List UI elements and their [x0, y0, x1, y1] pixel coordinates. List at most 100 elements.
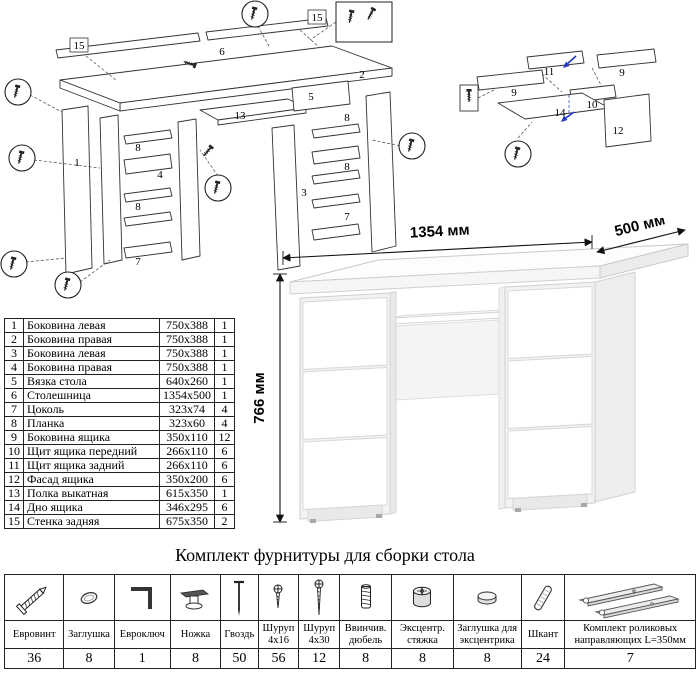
hardware-icon-cell [564, 574, 696, 621]
hardware-icon-cell [169, 574, 222, 621]
hardware-qty: 8 [391, 648, 454, 669]
part-qty: 4 [214, 416, 235, 431]
part-qty: 1 [214, 360, 235, 375]
hardware-kit-title: Комплект фурнитуры для сборки стола [175, 545, 475, 565]
part-label-3: 3 [301, 187, 307, 199]
part-name: Боковина ящика [23, 430, 160, 445]
part-number: 7 [4, 402, 24, 417]
hardware-name: Ножка [169, 620, 222, 649]
part-label-9b: 9 [619, 67, 625, 79]
hardware-qty: 8 [169, 648, 222, 669]
hardware-qty: 8 [338, 648, 393, 669]
part-label-13: 13 [235, 110, 247, 122]
part-qty: 1 [214, 374, 235, 389]
part-label-boxes [69, 9, 327, 53]
hardware-icon-cell [3, 574, 65, 621]
hardware-name: Шуруп 4x16 [257, 620, 300, 649]
part-number: 11 [4, 458, 24, 473]
drawer-leader-lines [477, 67, 603, 139]
part-number: 3 [4, 346, 24, 361]
part-number: 10 [4, 444, 24, 459]
hardware-name: Евровинт [3, 620, 65, 649]
parts-row: 7 Цоколь 323x74 4 [4, 402, 235, 417]
parts-row: 9 Боковина ящика 350x110 12 [4, 430, 235, 445]
part-size: 266x110 [159, 444, 215, 459]
fastener-callout [505, 141, 531, 167]
part-label-1: 1 [74, 157, 80, 169]
hardware-icon-cell [452, 574, 522, 621]
plug-icon [80, 591, 98, 604]
eccentric-cam-icon [413, 586, 432, 607]
hardware-icon-cell [298, 574, 340, 621]
part-label-12: 12 [613, 125, 624, 137]
hardware-name: Шуруп 4x30 [298, 620, 340, 649]
parts-row: 4 Боковина правая 750x388 1 [4, 360, 235, 375]
hardware-name: Заглушка [63, 620, 115, 649]
part-label-5: 5 [308, 91, 314, 103]
parts-row: 1 Боковина левая 750x388 1 [4, 318, 235, 333]
euro-screw-icon [16, 585, 48, 615]
part-size: 675x350 [159, 514, 215, 529]
part-size: 1354x500 [159, 388, 215, 403]
part-label-11: 11 [544, 66, 555, 78]
part-name: Щит ящика передний [23, 444, 160, 459]
part-name: Боковина правая [23, 360, 160, 375]
part-name: Полка выкатная [23, 486, 160, 501]
parts-row: 10 Щит ящика передний 266x110 6 [4, 444, 235, 459]
parts-row: 5 Вязка стола 640x260 1 [4, 374, 235, 389]
part-size: 323x60 [159, 416, 215, 431]
part-qty: 1 [214, 388, 235, 403]
part-number: 2 [4, 332, 24, 347]
part-size: 750x388 [159, 360, 215, 375]
screw-4x16-icon [273, 584, 283, 608]
hardware-name: Ввинчив. дюбель [338, 620, 393, 649]
main-exploded-diagram: 15 15 6 2 5 1 13 8 4 8 7 3 8 8 7 [0, 0, 450, 318]
part-label-8c: 8 [344, 112, 350, 124]
parts-row: 6 Столешница 1354x500 1 [4, 388, 235, 403]
parts-row: 14 Дно ящика 346x295 6 [4, 500, 235, 515]
hardware-qty: 8 [452, 648, 522, 669]
part-qty: 4 [214, 402, 235, 417]
part-label-8b: 8 [135, 201, 141, 213]
part-number: 13 [4, 486, 24, 501]
part-name: Вязка стола [23, 374, 160, 389]
part-label-15a: 15 [74, 40, 86, 52]
hardware-name: Гвоздь [220, 620, 259, 649]
parts-row: 12 Фасад ящика 350x200 6 [4, 472, 235, 487]
part-number: 6 [4, 388, 24, 403]
part-qty: 6 [214, 472, 235, 487]
cam-cap-icon [477, 591, 497, 604]
assembly-direction-arrows [561, 55, 577, 122]
hardware-qty: 12 [298, 648, 340, 669]
part-label-10: 10 [587, 99, 599, 111]
part-size: 323x74 [159, 402, 215, 417]
part-qty: 1 [214, 318, 235, 333]
part-qty: 12 [214, 430, 235, 445]
part-name: Боковина левая [23, 318, 160, 333]
screw-4x30-icon [314, 579, 324, 615]
part-name: Фасад ящика [23, 472, 160, 487]
roller-guides-icon [578, 583, 680, 619]
part-size: 750x388 [159, 346, 215, 361]
part-name: Стенка задняя [23, 514, 160, 529]
fastener-callouts [1, 1, 425, 298]
part-size: 615x350 [159, 486, 215, 501]
part-label-15b: 15 [312, 12, 324, 24]
hardware-qty: 56 [257, 648, 300, 669]
hardware-qty: 24 [520, 648, 566, 669]
drawer-part-labels: 11 9 9 10 14 12 [511, 66, 625, 137]
dimension-annotations [273, 227, 686, 523]
hardware-names-row: Евровинт Заглушка Евроключ Ножка Гвоздь … [3, 620, 696, 649]
hardware-name: Комплект роликовых направляющих L=350мм [564, 620, 696, 649]
drawer-panels [476, 48, 657, 148]
parts-row: 15 Стенка задняя 675x350 2 [4, 514, 235, 529]
hardware-name: Эксцентр. стяжка [391, 620, 454, 649]
part-qty: 6 [214, 444, 235, 459]
parts-row: 11 Щит ящика задний 266x110 6 [4, 458, 235, 473]
hardware-qty: 50 [220, 648, 259, 669]
parts-row: 13 Полка выкатная 615x350 1 [4, 486, 235, 501]
hardware-name: Заглушка для эксцентрика [452, 620, 522, 649]
nail-icon [234, 580, 245, 616]
part-label-9a: 9 [511, 87, 517, 99]
height-dimension-label: 766 мм [251, 372, 268, 423]
